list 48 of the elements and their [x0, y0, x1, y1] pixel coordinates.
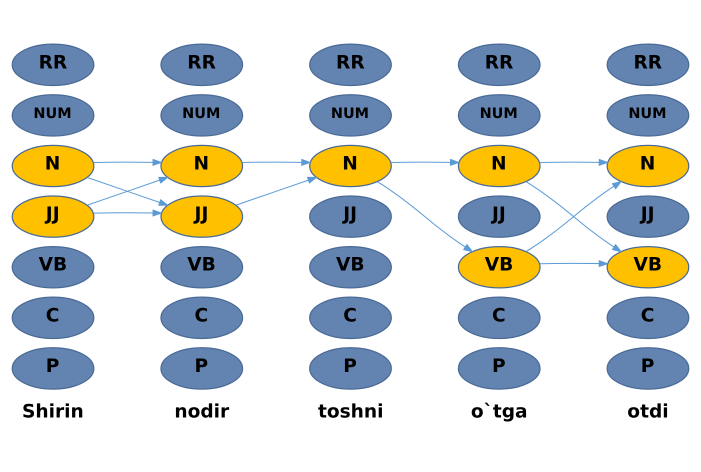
node-ellipse: RR: [606, 43, 690, 86]
node-ellipse: RR: [309, 43, 392, 86]
node-ellipse: RR: [12, 43, 94, 86]
arrow: [540, 158, 610, 166]
node-ellipse: P: [458, 346, 541, 390]
node-ellipse: JJ: [309, 194, 392, 238]
node-ellipse: RR: [458, 43, 541, 86]
label: nodir: [174, 400, 230, 422]
label: otdi: [627, 400, 669, 422]
node-ellipse: VB: [160, 245, 244, 288]
node-ellipse: JJ: [606, 194, 690, 238]
node-ellipse: C: [160, 296, 244, 339]
node-ellipse: C: [309, 296, 392, 339]
node-ellipse: JJ: [458, 194, 541, 238]
node-ellipse: JJ: [12, 194, 94, 238]
arrow: [93, 158, 163, 166]
node-ellipse: C: [12, 296, 94, 339]
node-ellipse: C: [606, 296, 690, 339]
node-ellipse: N: [309, 144, 392, 187]
node-ellipse: P: [309, 346, 392, 390]
arrow: [377, 180, 474, 252]
node-ellipse: VB: [458, 245, 541, 288]
node-ellipse: P: [12, 346, 94, 390]
node-ellipse: VB: [309, 245, 392, 288]
node-ellipse: NUM: [309, 94, 392, 136]
node-ellipse: P: [606, 346, 690, 390]
node-ellipse: VB: [606, 245, 690, 288]
label: o`tga: [470, 400, 528, 422]
node-ellipse: N: [160, 144, 244, 187]
arrow: [93, 208, 163, 216]
arrow: [540, 259, 610, 267]
arrow: [242, 158, 312, 166]
node-ellipse: RR: [160, 43, 244, 86]
node-ellipse: N: [606, 144, 690, 187]
node-ellipse: NUM: [606, 94, 690, 136]
node-ellipse: NUM: [160, 94, 244, 136]
arrow: [390, 158, 460, 166]
node-ellipse: NUM: [458, 94, 541, 136]
label: toshni: [318, 400, 384, 422]
node-ellipse: C: [458, 296, 541, 339]
arrow: [236, 176, 318, 206]
node-ellipse: VB: [12, 245, 94, 288]
node-ellipse: P: [160, 346, 244, 390]
node-ellipse: NUM: [12, 94, 94, 136]
node-ellipse: N: [458, 144, 541, 187]
node-ellipse: N: [12, 144, 94, 187]
label: Shirin: [22, 400, 84, 422]
node-ellipse: JJ: [160, 194, 244, 238]
